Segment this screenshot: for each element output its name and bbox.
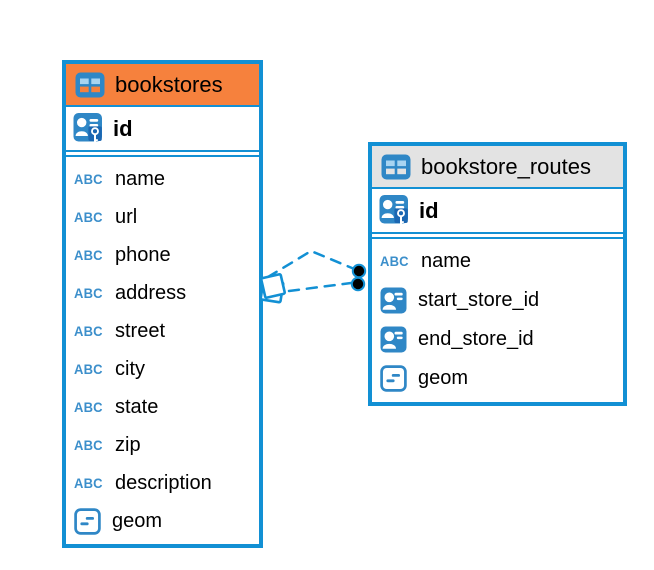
- column-row[interactable]: end_store_id: [372, 320, 623, 359]
- table-icon: [75, 72, 105, 98]
- column-row[interactable]: ABC name: [372, 242, 623, 281]
- entity-title: bookstore_routes: [421, 153, 591, 179]
- column-row[interactable]: ABC address: [66, 274, 259, 312]
- primary-key-name: id: [113, 115, 133, 141]
- column-row[interactable]: ABC description: [66, 464, 259, 502]
- column-name: city: [115, 357, 145, 380]
- column-row[interactable]: geom: [372, 359, 623, 398]
- text-type-icon: ABC: [74, 247, 103, 263]
- entity-header[interactable]: bookstore_routes: [372, 146, 623, 189]
- text-type-icon: ABC: [74, 475, 103, 491]
- relationship-line-2[interactable]: [287, 281, 353, 293]
- geometry-type-icon: [380, 365, 407, 392]
- entity-bookstore-routes[interactable]: bookstore_routes id ABC name start_store_i…: [368, 142, 627, 406]
- text-type-icon: ABC: [74, 323, 103, 339]
- reference-type-icon: [380, 326, 407, 353]
- column-row[interactable]: ABC city: [66, 350, 259, 388]
- entity-title: bookstores: [115, 71, 223, 97]
- column-row[interactable]: ABC url: [66, 198, 259, 236]
- column-name: name: [421, 250, 472, 272]
- relationship-line-1[interactable]: [266, 249, 354, 279]
- text-type-icon: ABC: [74, 361, 103, 377]
- text-type-icon: ABC: [74, 285, 103, 301]
- column-name: description: [115, 471, 212, 494]
- primary-key-row[interactable]: id: [66, 107, 259, 152]
- text-type-icon: ABC: [380, 253, 409, 270]
- column-name: state: [115, 395, 159, 418]
- text-type-icon: ABC: [74, 399, 103, 415]
- primary-key-icon: [73, 112, 103, 145]
- column-row[interactable]: ABC phone: [66, 236, 259, 274]
- primary-key-name: id: [419, 197, 439, 223]
- primary-key-icon: [379, 194, 409, 227]
- relationship-one-marker[interactable]: [350, 263, 367, 292]
- column-name: url: [115, 205, 138, 228]
- entity-header[interactable]: bookstores: [66, 64, 259, 107]
- column-row[interactable]: geom: [66, 502, 259, 540]
- table-icon: [381, 154, 411, 180]
- column-name: name: [115, 167, 166, 190]
- text-type-icon: ABC: [74, 437, 103, 453]
- column-name: end_store_id: [418, 328, 534, 350]
- geometry-type-icon: [74, 507, 101, 535]
- column-name: start_store_id: [418, 289, 540, 311]
- column-row[interactable]: start_store_id: [372, 281, 623, 320]
- column-row[interactable]: ABC state: [66, 388, 259, 426]
- reference-type-icon: [380, 287, 407, 314]
- column-name: geom: [112, 509, 163, 532]
- text-type-icon: ABC: [74, 209, 103, 225]
- text-type-icon: ABC: [74, 171, 103, 187]
- column-name: address: [115, 281, 187, 304]
- column-name: phone: [115, 243, 171, 266]
- column-row[interactable]: ABC zip: [66, 426, 259, 464]
- column-row[interactable]: ABC name: [66, 160, 259, 198]
- relationship-many-marker[interactable]: [259, 273, 286, 304]
- column-name: geom: [418, 367, 469, 389]
- column-row[interactable]: ABC street: [66, 312, 259, 350]
- column-name: street: [115, 319, 166, 342]
- column-name: zip: [115, 433, 141, 456]
- primary-key-row[interactable]: id: [372, 189, 623, 234]
